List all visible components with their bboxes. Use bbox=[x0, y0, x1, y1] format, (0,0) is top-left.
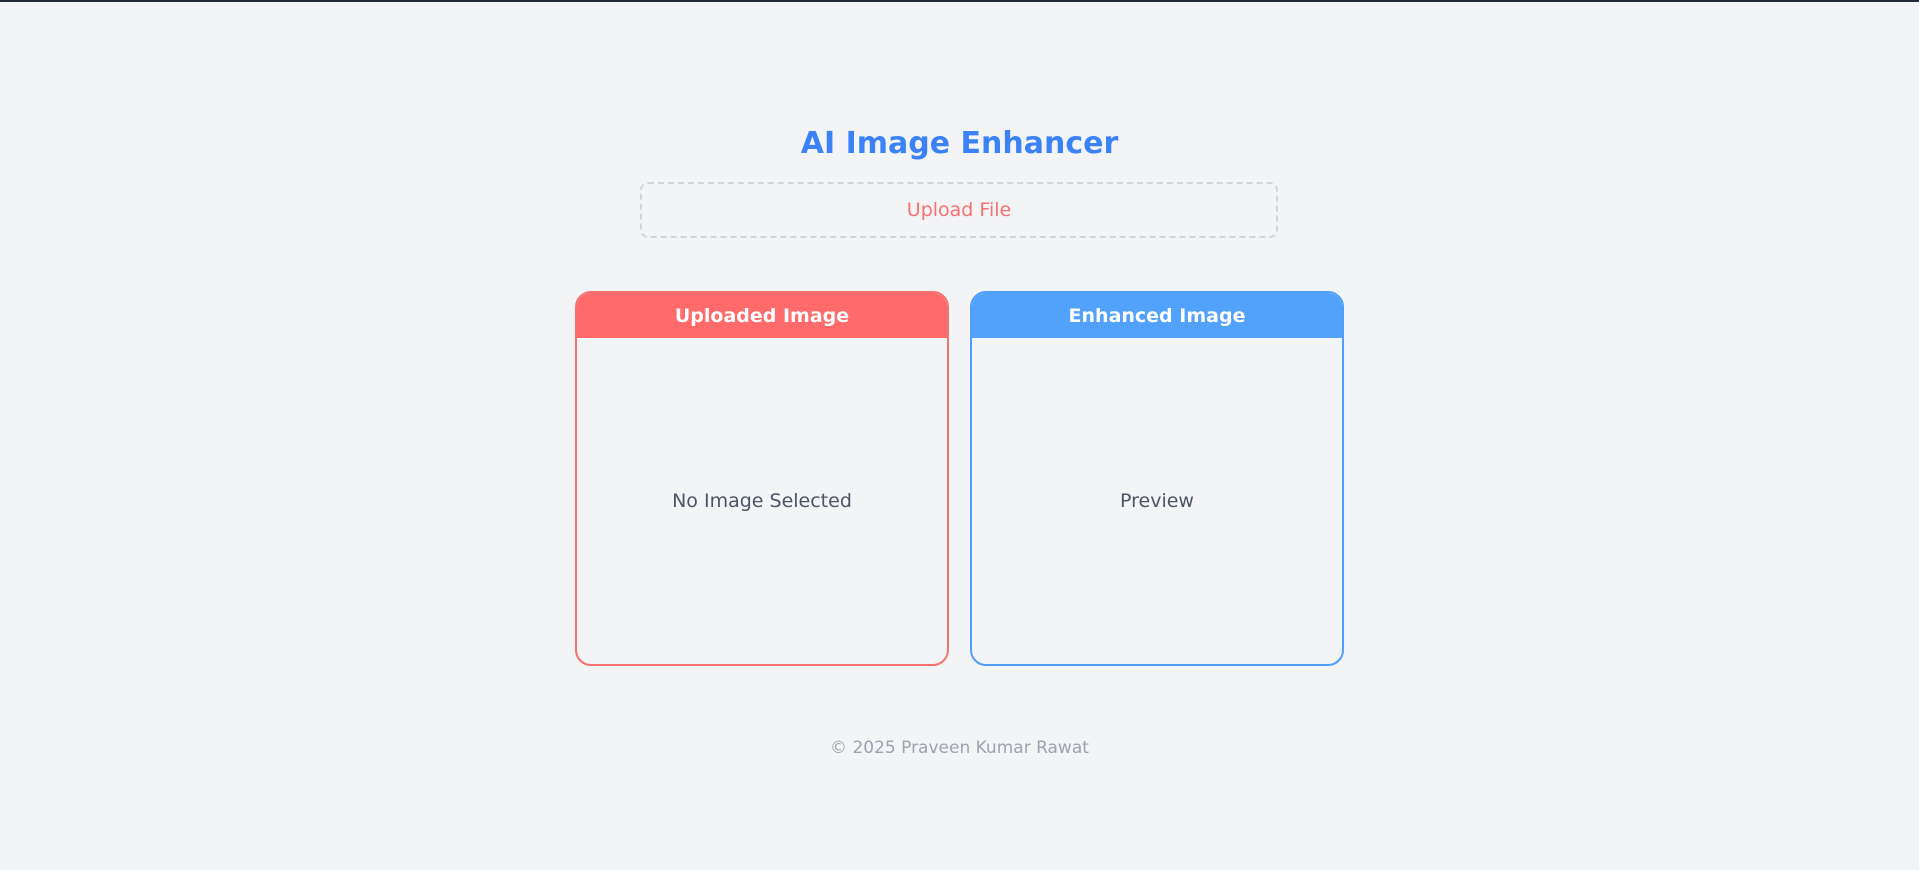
enhanced-image-placeholder: Preview bbox=[1120, 490, 1194, 512]
enhanced-image-panel: Enhanced Image Preview bbox=[970, 291, 1344, 666]
upload-file-dropzone[interactable]: Upload File bbox=[640, 182, 1278, 238]
footer-copyright: © 2025 Praveen Kumar Rawat bbox=[830, 738, 1089, 758]
uploaded-image-header: Uploaded Image bbox=[577, 293, 947, 338]
page-title: AI Image Enhancer bbox=[800, 126, 1119, 161]
upload-file-label: Upload File bbox=[906, 199, 1012, 221]
uploaded-image-panel: Uploaded Image No Image Selected bbox=[575, 291, 949, 666]
uploaded-image-placeholder: No Image Selected bbox=[672, 490, 852, 512]
enhanced-image-header: Enhanced Image bbox=[972, 293, 1342, 338]
top-border bbox=[0, 0, 1919, 2]
